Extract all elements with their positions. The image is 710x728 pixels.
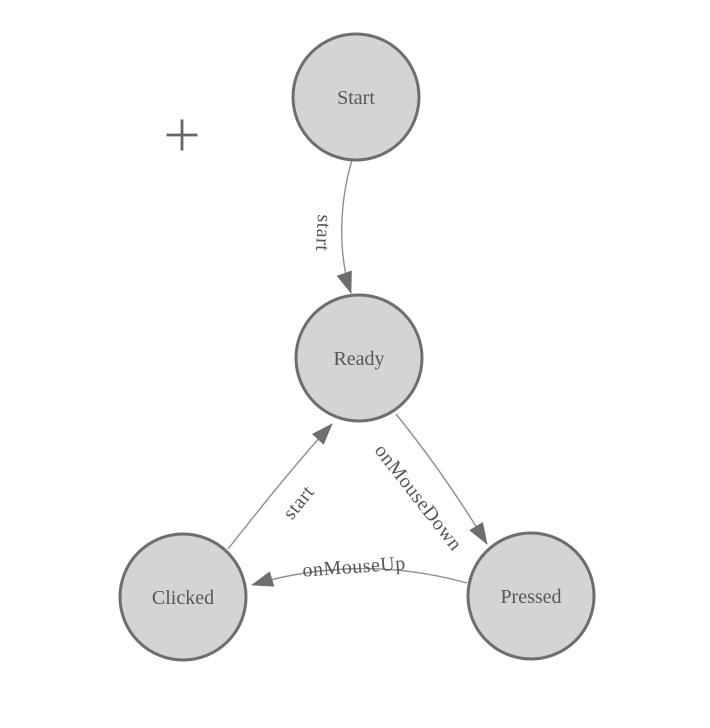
edge-clicked-to-ready[interactable]: start: [227, 423, 333, 550]
state-label-start: Start: [337, 87, 375, 109]
edge-label-start-to-ready: start: [311, 214, 335, 252]
edge-line-ready-to-pressed[interactable]: [395, 413, 488, 545]
state-node-clicked[interactable]: Clicked: [118, 532, 248, 662]
state-label-clicked: Clicked: [152, 587, 214, 609]
state-circle-start[interactable]: [291, 32, 421, 162]
edge-ready-to-pressed[interactable]: onMouseDown: [370, 413, 488, 555]
state-label-pressed: Pressed: [500, 586, 561, 608]
edge-line-start-to-ready[interactable]: [336, 159, 353, 294]
state-circle-clicked[interactable]: [118, 532, 248, 662]
edge-start-to-ready[interactable]: start: [311, 159, 353, 294]
state-node-ready[interactable]: Ready: [294, 293, 424, 423]
edge-line-pressed-to-clicked[interactable]: [251, 567, 468, 587]
state-circle-ready[interactable]: [294, 293, 424, 423]
edge-label-ready-to-pressed: onMouseDown: [370, 440, 467, 555]
state-node-pressed[interactable]: Pressed: [466, 531, 596, 661]
edge-pressed-to-clicked[interactable]: onMouseUp: [251, 552, 468, 587]
state-label-ready: Ready: [333, 348, 384, 370]
state-circle-pressed[interactable]: [466, 531, 596, 661]
edge-label-clicked-to-ready: start: [279, 481, 319, 524]
crosshair-icon: [166, 119, 198, 151]
edge-label-pressed-to-clicked: onMouseUp: [302, 552, 407, 581]
state-node-start[interactable]: Start: [291, 32, 421, 162]
edge-line-clicked-to-ready[interactable]: [227, 423, 333, 550]
